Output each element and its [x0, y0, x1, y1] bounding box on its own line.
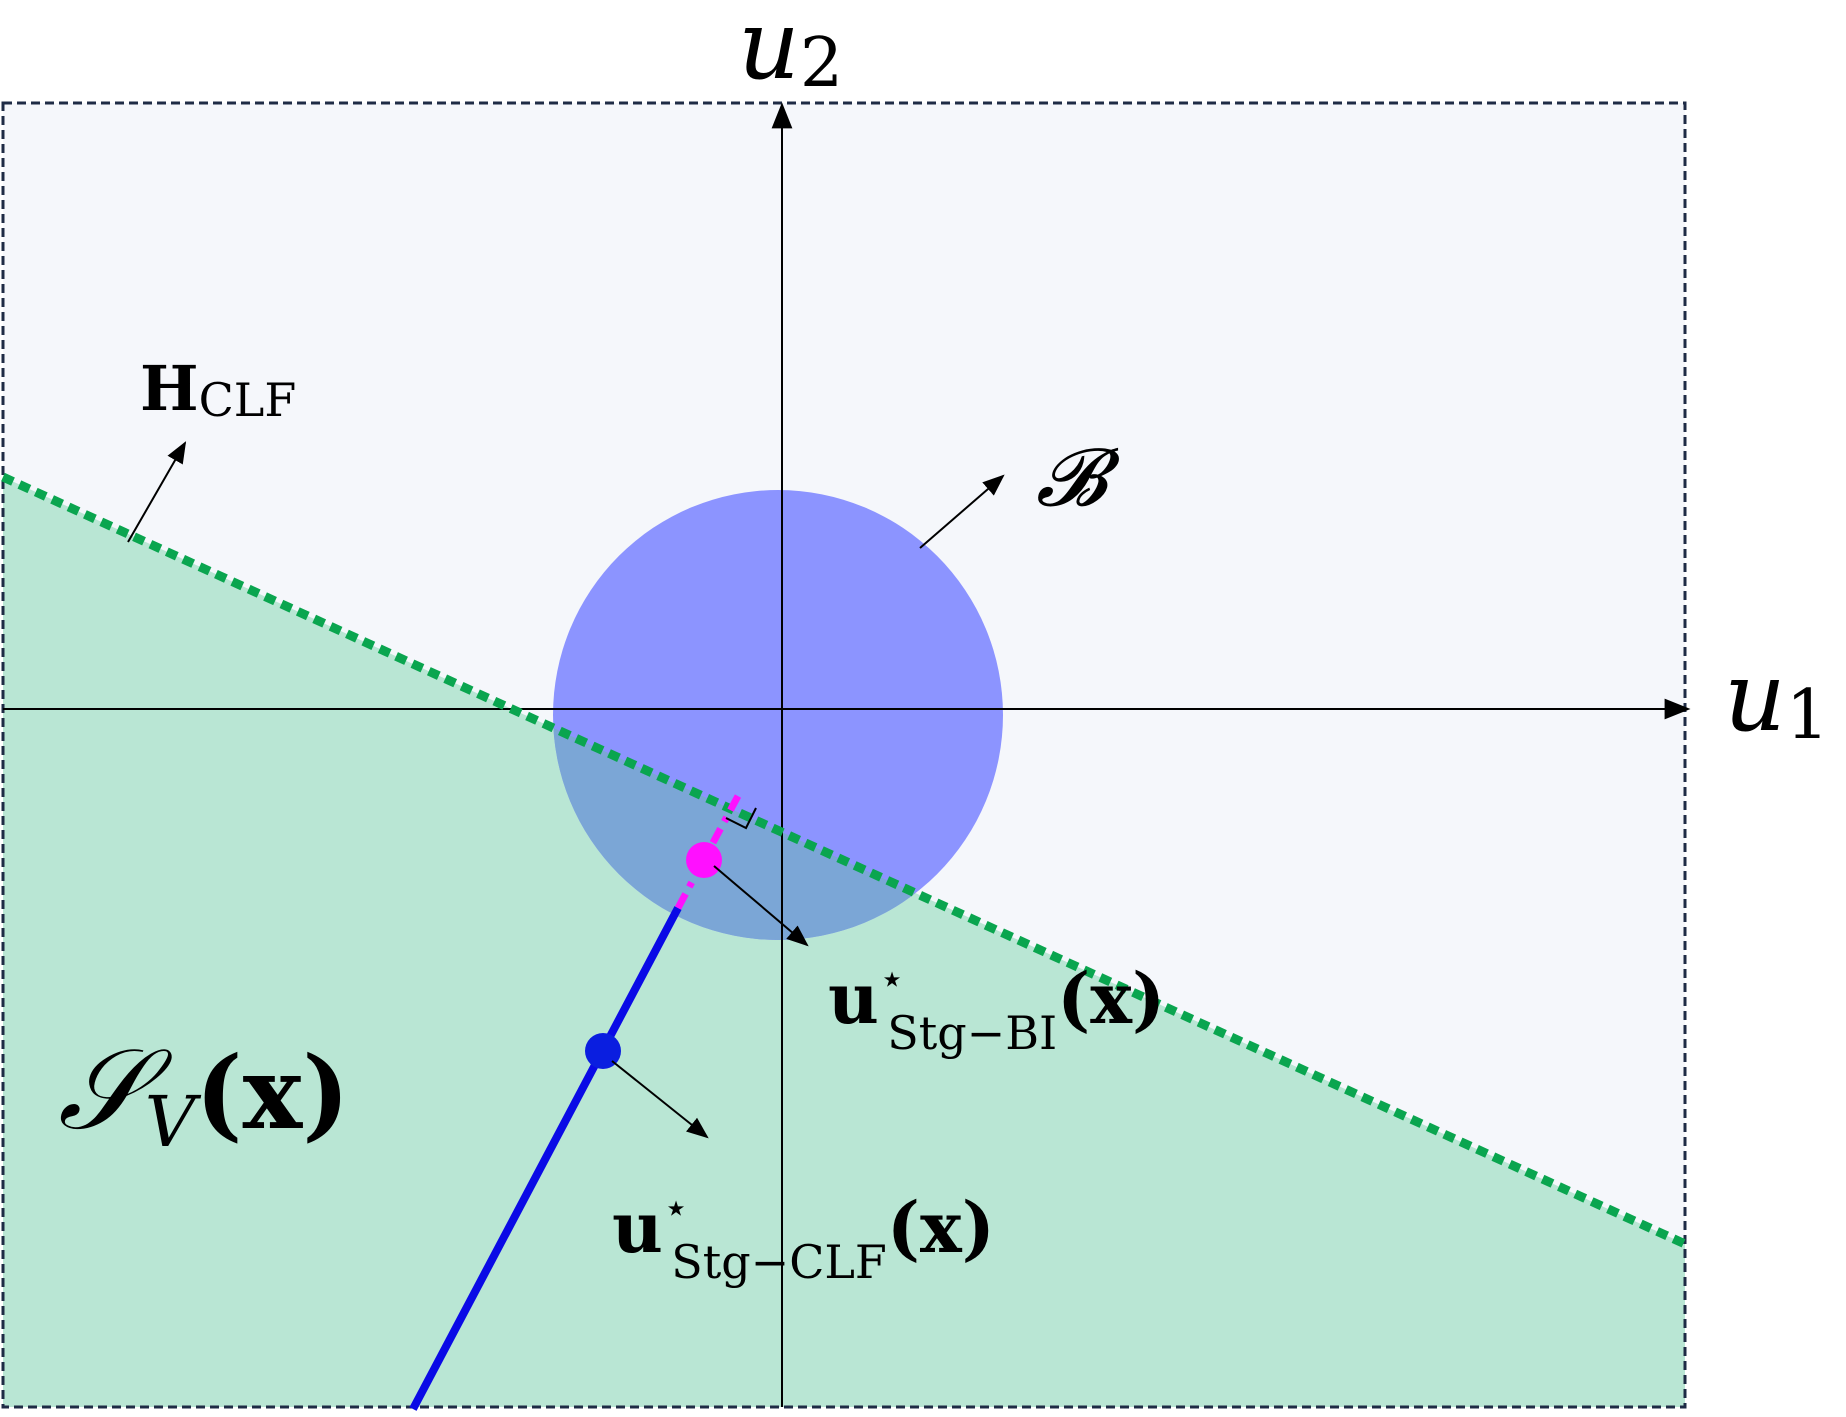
clf-solution-point: [585, 1033, 621, 1069]
sv-label: 𝒮V(x): [58, 1025, 350, 1163]
ball-pointer-arrow: [919, 474, 1005, 549]
u2-axis-label: u2: [738, 0, 843, 103]
input-space-frame: [1, 101, 1687, 1409]
clf-solution-arrow: [611, 1060, 709, 1139]
bi-solution-point: [686, 842, 722, 878]
clf-solution-ray: [409, 906, 682, 1411]
h-clf-label: HCLF: [140, 352, 296, 427]
right-angle-marker: [725, 807, 757, 830]
u-stg-bi-label: u⋆Stg−BI(x): [828, 954, 1165, 1060]
h-clf-pointer-arrow: [127, 441, 187, 543]
bi-solution-arrow: [713, 865, 809, 947]
u1-axis-label: u1: [1724, 641, 1829, 755]
u-stg-clf-label: u⋆Stg−CLF(x): [612, 1183, 995, 1289]
clf-boundary-line: [1, 472, 1687, 1249]
